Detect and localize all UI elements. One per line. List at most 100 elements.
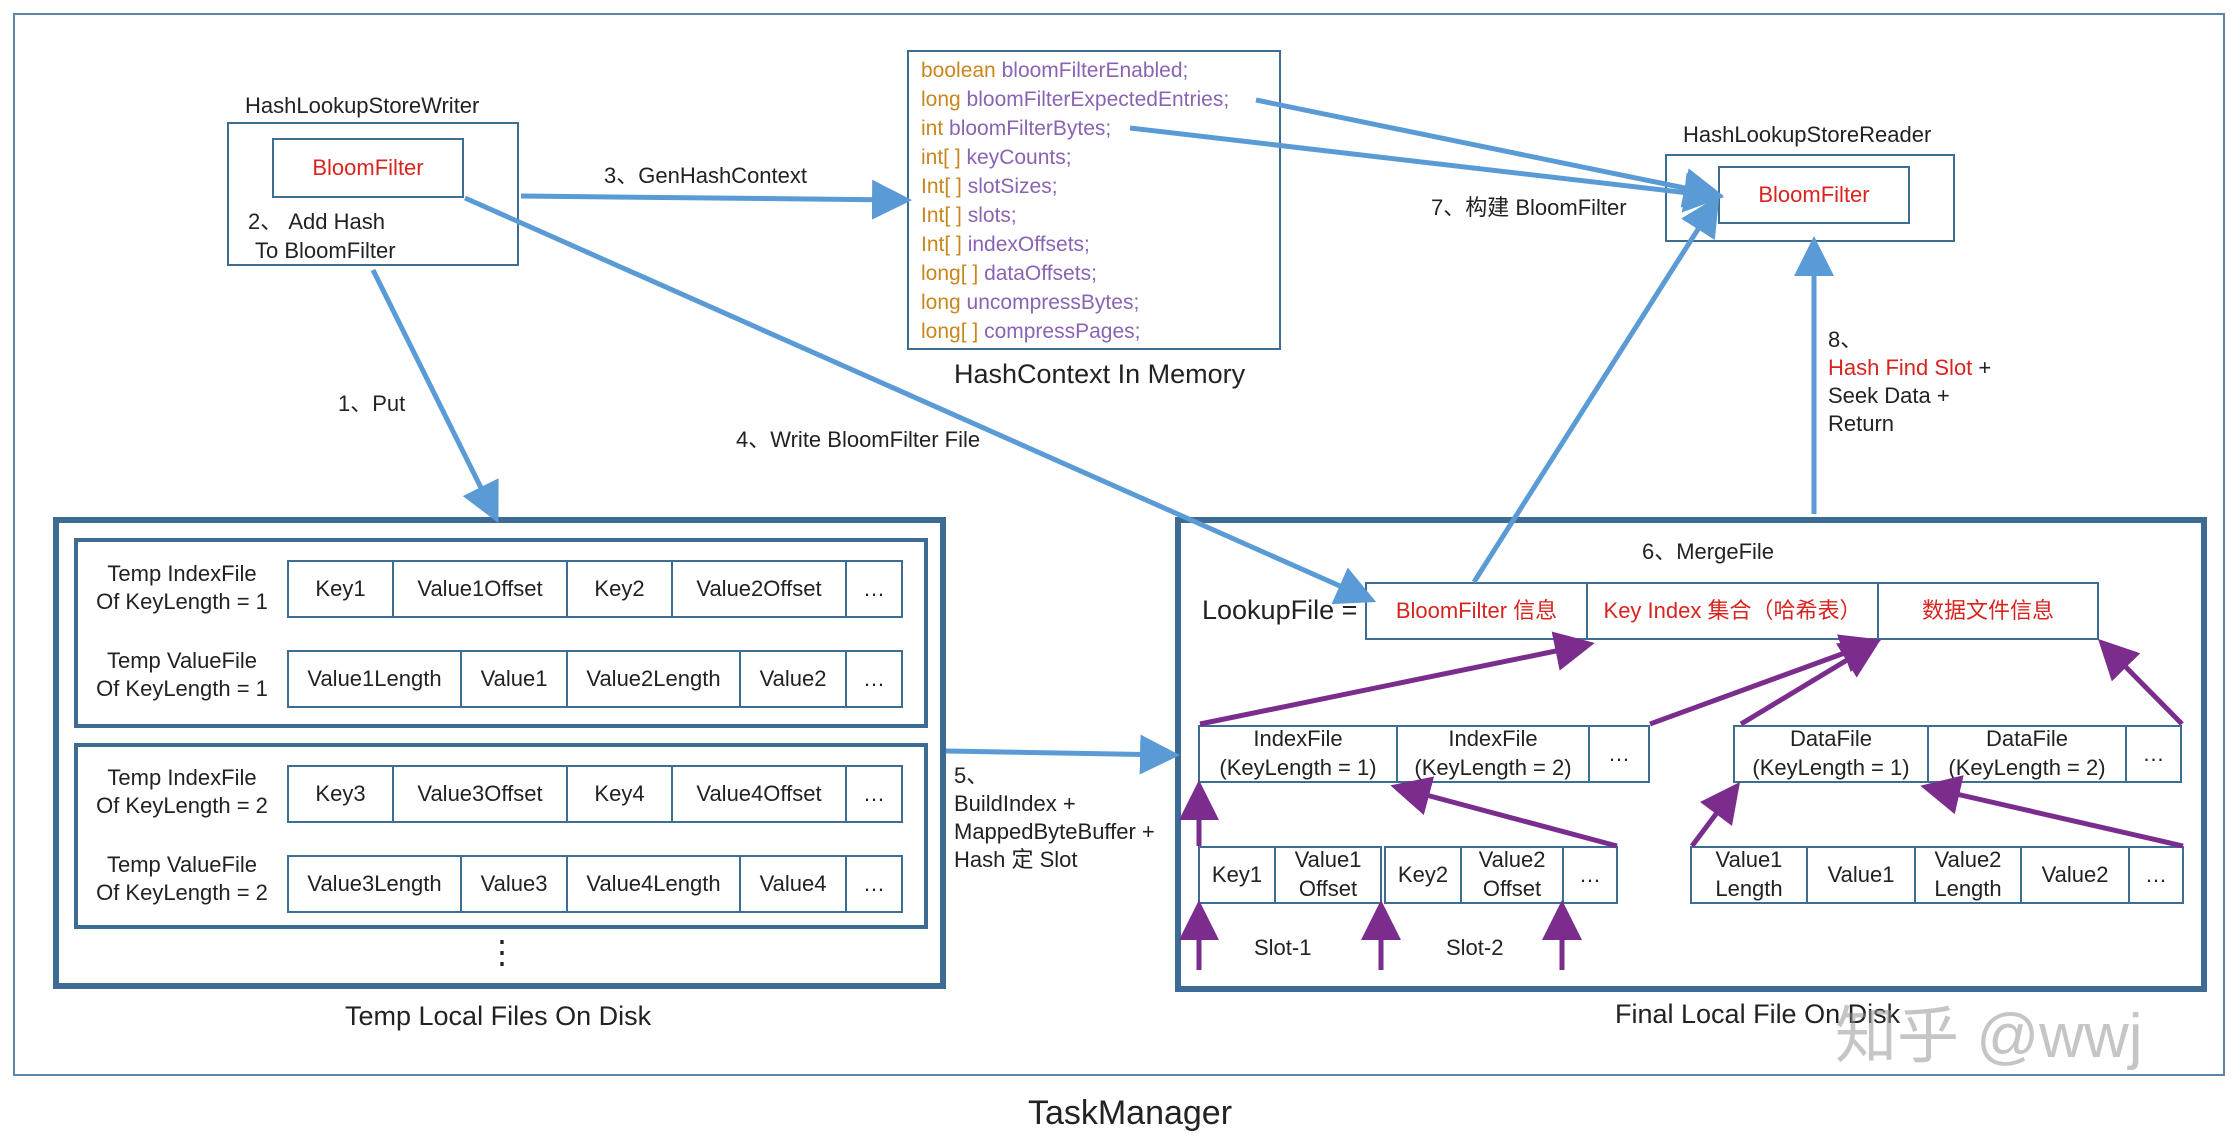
temp-files-title: Temp Local Files On Disk: [345, 1001, 652, 1031]
temp-value-cell: Value3: [460, 855, 568, 913]
writer-title: HashLookupStoreWriter: [245, 93, 480, 118]
step1-label: 1、Put: [338, 391, 406, 416]
lookup-bloom-cell: BloomFilter 信息: [1365, 582, 1588, 640]
slot-key-cell: Key1: [1198, 846, 1276, 904]
field-row: long uncompressBytes;: [921, 291, 1140, 314]
final-value-cell: Value2: [2020, 846, 2130, 904]
temp-value-cell: Value1: [460, 650, 568, 708]
field-row: Int[ ] slots;: [921, 204, 1017, 227]
temp-index-cell: Key3: [287, 765, 394, 823]
step5-line1: 5、: [954, 763, 989, 788]
arrow-step5-build-index: [945, 734, 1180, 775]
step5-line2: BuildIndex +: [954, 791, 1076, 816]
field-row: Int[ ] slotSizes;: [921, 175, 1058, 198]
temp-index-cell: Value1Offset: [392, 560, 568, 618]
step8-line4: Return: [1828, 411, 1895, 436]
temp-index-cell: Key4: [566, 765, 673, 823]
step4-label: 4、Write BloomFilter File: [736, 427, 981, 452]
lookup-datafile-cell: 数据文件信息: [1877, 582, 2099, 640]
field-row: int bloomFilterBytes;: [921, 117, 1112, 140]
watermark: 知乎 @wwj: [1835, 1002, 2143, 1071]
temp-index-cell: Key2: [566, 560, 673, 618]
final-value-more: …: [2128, 846, 2184, 904]
temp-value-cell: Value2Length: [566, 650, 741, 708]
temp-index-cell: Value3Offset: [392, 765, 568, 823]
hash-context-title: HashContext In Memory: [954, 359, 1246, 389]
step6-label: 6、MergeFile: [1642, 539, 1775, 564]
temp-files-container: [53, 517, 946, 989]
temp-value-cell: Value1Length: [287, 650, 462, 708]
arrow-hashcontext-to-reader-2: [1129, 125, 1724, 213]
arrow-data-to-datainfo-1: [1739, 639, 1881, 727]
arrow-step3-genhashcontext: [520, 179, 912, 220]
hash-context-box: [907, 50, 1281, 350]
step3-label: 3、GenHashContext: [604, 163, 807, 188]
writer-bloomfilter-box: BloomFilter: [272, 138, 464, 198]
arrow-index-to-keyindex-1: [1199, 631, 1595, 727]
field-row: long[ ] compressPages;: [921, 320, 1141, 343]
arrow-slot-to-indexfile-2: [1390, 776, 1618, 849]
arrow-hashcontext-to-reader-1: [1255, 97, 1724, 208]
temp-index-cell: Key1: [287, 560, 394, 618]
taskmanager-title: TaskManager: [1027, 1094, 1233, 1132]
step2-label-line1: 2、 Add Hash: [248, 209, 385, 234]
field-row: boolean bloomFilterEnabled;: [921, 59, 1189, 82]
hash-context-fields: boolean bloomFilterEnabled; long bloomFi…: [921, 56, 1229, 346]
arrow-step1-put: [370, 268, 499, 523]
temp-index-cell: …: [845, 560, 903, 618]
temp-group-1: [74, 538, 928, 728]
data-file-cell: DataFile(KeyLength = 2): [1927, 725, 2127, 783]
slot2-label: Slot-2: [1446, 935, 1504, 960]
temp-value-cell: …: [845, 650, 903, 708]
step7-label: 7、构建 BloomFilter: [1431, 195, 1627, 220]
reader-bloomfilter-box: BloomFilter: [1718, 166, 1910, 224]
data-file-cell: DataFile(KeyLength = 1): [1733, 725, 1929, 783]
temp-value-cell: Value2: [739, 650, 847, 708]
index-file-cell: IndexFile(KeyLength = 2): [1396, 725, 1590, 783]
arrow-step7-build-bloom: [1471, 195, 1720, 584]
temp-index-cell: …: [845, 765, 903, 823]
final-value-cell: Value1: [1806, 846, 1916, 904]
arrow-index-to-keyindex-2: [1649, 634, 1882, 727]
arrow-data-to-datainfo-2: [2097, 638, 2184, 726]
reader-title: HashLookupStoreReader: [1683, 122, 1932, 147]
step5-line3: MappedByteBuffer +: [954, 819, 1155, 844]
temp-index-cell: Value2Offset: [671, 560, 847, 618]
data-file-more: …: [2125, 725, 2182, 783]
lookup-keyindex-cell: Key Index 集合（哈希表）: [1586, 582, 1879, 640]
slot1-label: Slot-1: [1254, 935, 1312, 960]
temp-value-cell: Value4Length: [566, 855, 741, 913]
temp-value-cell: Value4: [739, 855, 847, 913]
lookup-file-label: LookupFile =: [1202, 595, 1358, 625]
index-file-more: …: [1588, 725, 1650, 783]
temp-group-2: [74, 743, 928, 929]
temp-more-dots: ⋮: [486, 934, 518, 970]
taskmanager-frame: [13, 13, 2225, 1076]
arrow-value-to-datafile-1: [1690, 782, 1740, 848]
step5-line4: Hash 定 Slot: [954, 847, 1078, 872]
field-row: int[ ] keyCounts;: [921, 146, 1072, 169]
arrow-step4-write-bloom: [463, 195, 1377, 605]
index-file-cell: IndexFile(KeyLength = 1): [1198, 725, 1398, 783]
field-row: long[ ] dataOffsets;: [921, 262, 1097, 285]
field-row: long bloomFilterExpectedEntries;: [921, 88, 1230, 111]
temp-value-cell: …: [845, 855, 903, 913]
step2-label-line2: To BloomFilter: [255, 238, 396, 263]
slot-more: …: [1562, 846, 1618, 904]
step8-line2: Hash Find Slot +: [1828, 355, 1992, 380]
field-row: Int[ ] indexOffsets;: [921, 233, 1090, 256]
final-file-title: Final Local File On Disk: [1615, 999, 1901, 1029]
arrow-value-to-datafile-2: [1920, 775, 2184, 849]
temp-value-cell: Value3Length: [287, 855, 462, 913]
step8-line3: Seek Data +: [1828, 383, 1950, 408]
step8-line1: 8、: [1828, 327, 1863, 352]
